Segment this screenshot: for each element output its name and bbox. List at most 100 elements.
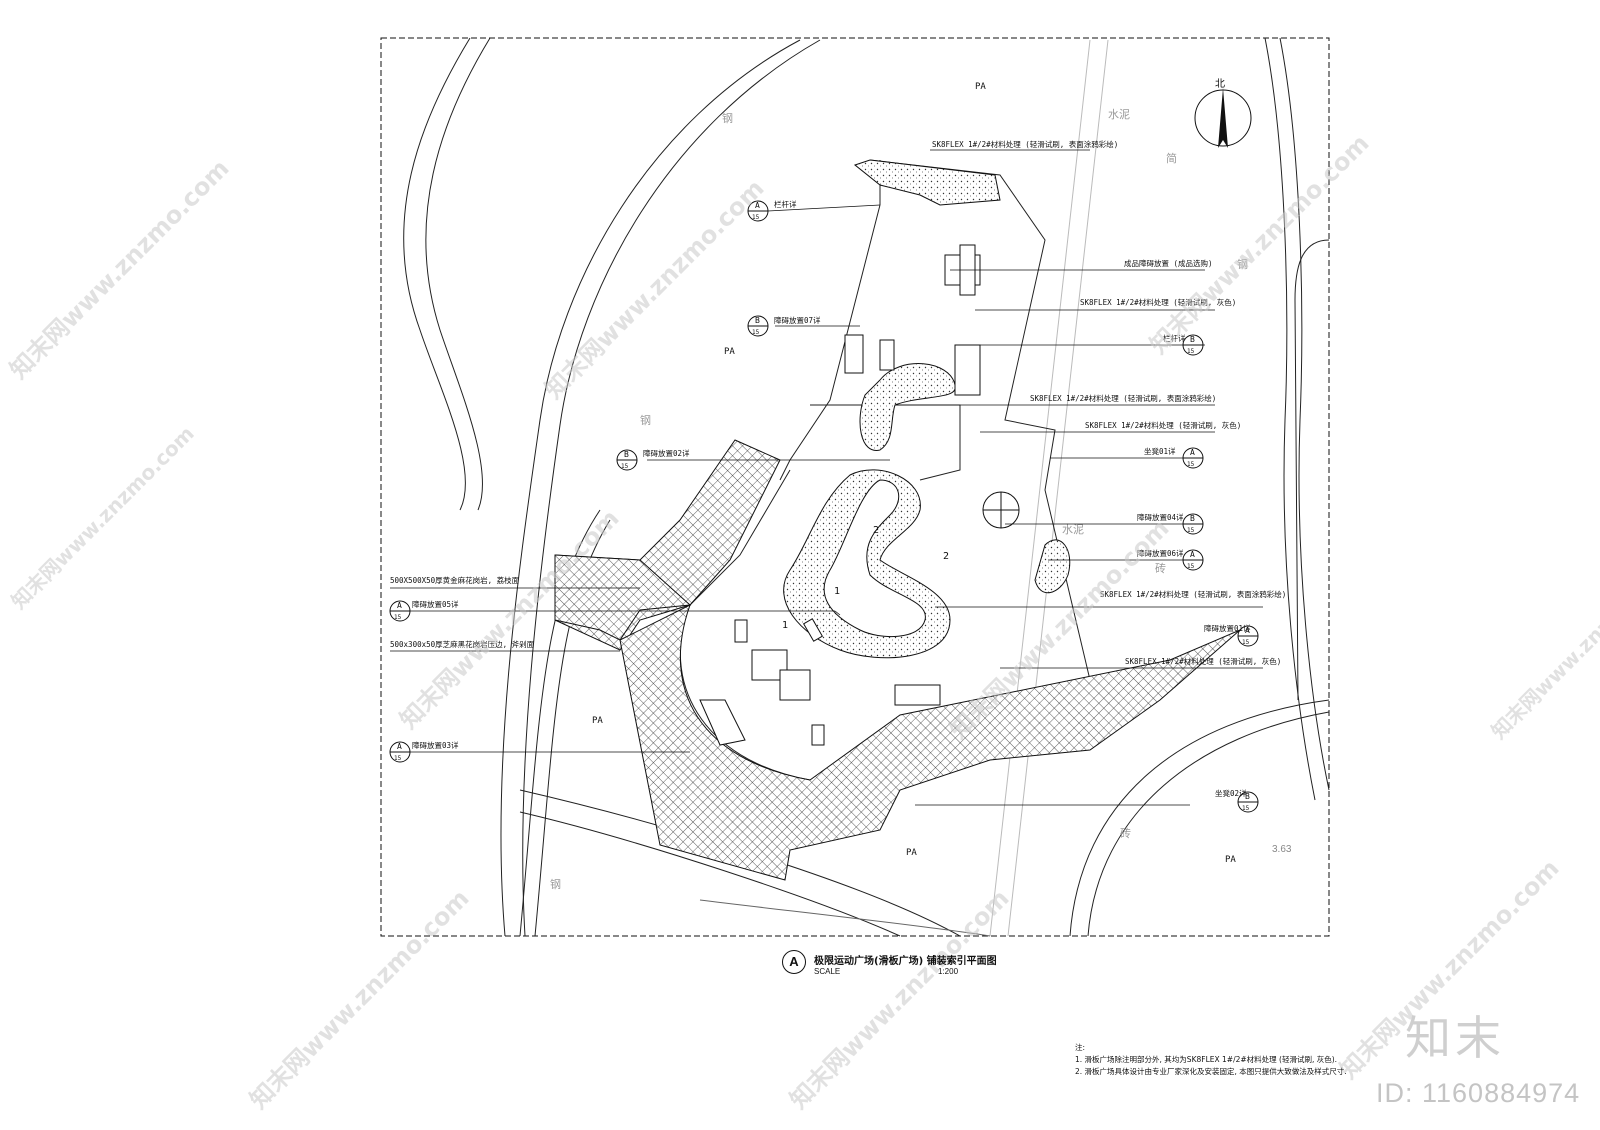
scale-value: 1:200 [938, 967, 959, 976]
callout-symbol: B 15 [616, 449, 638, 471]
callout-symbol: B 15 [1237, 791, 1259, 813]
callout-text: 障碍放置05详 [412, 599, 459, 609]
section-number: 1 [782, 620, 788, 631]
svg-text:15: 15 [394, 755, 402, 762]
material-label: 水泥 [1108, 108, 1130, 121]
section-number: 2 [943, 551, 949, 562]
svg-text:知末网www.znzmo.com: 知末网www.znzmo.com [244, 884, 474, 1114]
callout-symbol: A 15 [747, 200, 769, 222]
svg-text:A: A [397, 742, 402, 751]
material-label: 钢 [550, 878, 561, 891]
callout-text: 栏杆详 [774, 199, 797, 209]
svg-text:B: B [1190, 335, 1195, 344]
callout-text: 成品障碍放置 (成品选购) [1124, 258, 1213, 268]
svg-text:A: A [755, 201, 760, 210]
material-labels: 水泥 简 钢 钢 钢 钢 水泥 砖 砖 [550, 108, 1248, 891]
callout-text: SK8FLEX 1#/2#材料处理 (轻滑试刷, 表面涂鸦彩绘) [1030, 393, 1216, 403]
callout-text: SK8FLEX 1#/2#材料处理 (轻滑试刷, 表面涂鸦彩绘) [1100, 589, 1286, 599]
svg-text:A: A [1190, 448, 1195, 457]
brand-id: ID: 1160884974 [1376, 1078, 1581, 1108]
section-number: 1 [834, 586, 840, 597]
callout-text: SK8FLEX 1#/2#材料处理 (轻滑试刷, 灰色) [1125, 656, 1281, 666]
callout-symbol: A 15 [389, 741, 411, 763]
section-number: 2 [873, 525, 879, 536]
callout-text: 障碍放置07详 [774, 315, 821, 325]
material-label: 钢 [1237, 258, 1248, 271]
material-label: 简 [1166, 151, 1177, 165]
svg-text:15: 15 [1242, 805, 1250, 812]
svg-text:15: 15 [1187, 348, 1195, 355]
notes-line-1: 1. 滑板广场除注明部分外, 其均为SK8FLEX 1#/2#材料处理 (轻滑试… [1075, 1055, 1338, 1064]
callout-text: 障碍放置03详 [412, 740, 459, 750]
callout-text: SK8FLEX 1#/2#材料处理 (轻滑试刷, 灰色) [1080, 297, 1236, 307]
svg-text:15: 15 [752, 329, 760, 336]
svg-text:15: 15 [394, 614, 402, 621]
elevation-label: 3.63 [1272, 844, 1292, 855]
callout-text: 500x300x50厚芝麻黑花岗岩压边, 斧剁面 [390, 639, 535, 649]
callout-text: SK8FLEX 1#/2#材料处理 (轻滑试刷, 灰色) [1085, 420, 1241, 430]
material-label: 砖 [1120, 826, 1131, 840]
callout-texts: SK8FLEX 1#/2#材料处理 (轻滑试刷, 表面涂鸦彩绘) 栏杆详 障碍放… [390, 139, 1286, 798]
svg-text:A: A [397, 601, 402, 610]
svg-text:15: 15 [621, 463, 629, 470]
brand-logo: 知末 [1405, 1011, 1505, 1065]
callout-text: 障碍放置04详 [1137, 512, 1184, 522]
callout-text: 障碍放置06详 [1137, 548, 1184, 558]
zone-label: PA [1225, 855, 1236, 865]
svg-text:B: B [755, 316, 760, 325]
title-symbol: A [782, 950, 806, 974]
callout-symbol: B 15 [747, 315, 769, 337]
svg-text:知末网www.znzmo.com: 知末网www.znzmo.com [1487, 551, 1600, 743]
callout-symbol: A 15 [1182, 549, 1204, 571]
svg-text:B: B [1190, 514, 1195, 523]
svg-text:知末网www.znzmo.com: 知末网www.znzmo.com [4, 154, 234, 384]
callout-text: SK8FLEX 1#/2#材料处理 (轻滑试刷, 表面涂鸦彩绘) [932, 139, 1118, 149]
material-label: 钢 [722, 112, 733, 125]
callout-text: 障碍放置02详 [643, 448, 690, 458]
callout-symbols: A15 B15 B15 A15 A15 B15 A15 B15 A15 A15 … [389, 200, 1259, 813]
svg-text:知末网www.znzmo.com: 知末网www.znzmo.com [1144, 129, 1374, 359]
callout-text: 500X500X50厚黄金麻花岗岩, 荔枝面 [390, 575, 520, 585]
callout-text: 坐凳02详 [1215, 788, 1247, 798]
material-label: 钢 [640, 414, 651, 427]
section-numbers: 2 2 1 1 [782, 525, 949, 631]
drawing-title-block: A 极限运动广场(滑板广场) 铺装索引平面图 SCALE 1:200 [778, 950, 1038, 980]
drawing-notes: 注: 1. 滑板广场除注明部分外, 其均为SK8FLEX 1#/2#材料处理 (… [1075, 1042, 1347, 1078]
callout-text: 栏杆详 [1163, 333, 1186, 343]
zone-label: PA [906, 848, 917, 858]
svg-text:A: A [1245, 626, 1250, 635]
svg-text:15: 15 [1187, 563, 1195, 570]
callout-symbol: B 15 [1182, 513, 1204, 535]
zone-label: PA [975, 82, 986, 92]
svg-text:15: 15 [752, 214, 760, 221]
callout-symbol: A 15 [389, 600, 411, 622]
zone-labels: PA PA PA PA PA [592, 82, 1236, 865]
callout-symbol: B 15 [1182, 334, 1204, 356]
leader-lines [390, 149, 1263, 806]
scale-label: SCALE [814, 967, 841, 976]
callout-symbol: A 15 [1237, 625, 1259, 647]
svg-text:15: 15 [1187, 527, 1195, 534]
north-label: 北 [1215, 78, 1225, 90]
skate-bowls [783, 159, 1071, 659]
material-label: 砖 [1155, 561, 1166, 575]
svg-text:知末网www.znzmo.com: 知末网www.znzmo.com [784, 884, 1014, 1114]
svg-text:15: 15 [1187, 461, 1195, 468]
zone-label: PA [724, 347, 735, 357]
callout-text: 坐凳01详 [1144, 446, 1176, 456]
drawing-title: 极限运动广场(滑板广场) 铺装索引平面图 [814, 956, 997, 967]
callout-symbol: A 15 [1182, 447, 1204, 469]
svg-text:B: B [624, 450, 629, 459]
svg-text:知末网www.znzmo.com: 知末网www.znzmo.com [7, 421, 199, 613]
svg-text:A: A [1190, 550, 1195, 559]
north-arrow: 北 [1194, 78, 1252, 148]
svg-text:B: B [1245, 792, 1250, 801]
material-label: 水泥 [1062, 523, 1084, 536]
notes-heading: 注: [1075, 1043, 1086, 1052]
notes-line-2: 2. 滑板广场具体设计由专业厂家深化及安装固定, 本图只提供大致做法及样式尺寸. [1075, 1067, 1347, 1076]
svg-text:15: 15 [1242, 639, 1250, 646]
drawing-frame [380, 37, 1330, 937]
callout-text: 障碍放置01详 [1204, 623, 1251, 633]
granite-paving [554, 439, 1241, 881]
